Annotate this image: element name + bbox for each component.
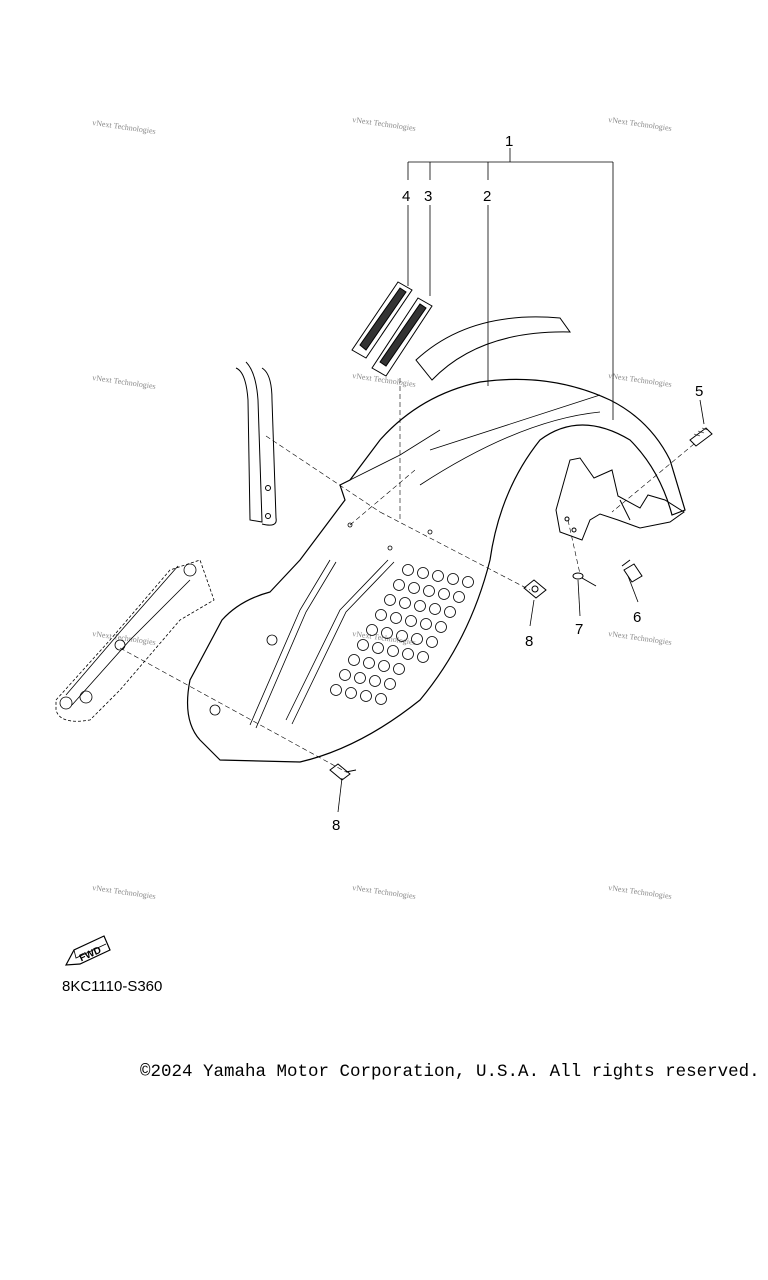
watermark-text: vNext Technologies	[92, 373, 157, 391]
vent-hole	[375, 609, 387, 621]
part-5-bolt	[689, 427, 713, 447]
callout-2: 2	[483, 188, 491, 205]
vent-hole	[447, 573, 459, 585]
fwd-arrow: FWD	[64, 935, 111, 966]
rear-fender	[186, 378, 686, 763]
callout-4: 4	[402, 188, 410, 205]
vent-hole	[390, 612, 402, 624]
callout-6: 6	[633, 609, 641, 626]
watermark-text: vNext Technologies	[92, 629, 157, 647]
vent-hole	[417, 567, 429, 579]
vent-hole	[378, 660, 390, 672]
callout-5: 5	[695, 383, 703, 400]
vent-hole	[363, 657, 375, 669]
vent-hole	[402, 648, 414, 660]
vent-hole	[411, 633, 423, 645]
watermark-text: vNext Technologies	[608, 371, 673, 389]
leader-lines	[337, 148, 705, 813]
watermark-text: vNext Technologies	[92, 883, 157, 901]
vent-hole	[426, 636, 438, 648]
fender-vent-holes	[330, 564, 474, 705]
vent-hole	[354, 672, 366, 684]
vent-hole	[435, 621, 447, 633]
vent-hole	[438, 588, 450, 600]
callout-8b: 8	[332, 817, 340, 834]
vent-hole	[357, 639, 369, 651]
part-2-emblem	[415, 316, 571, 381]
vent-hole	[462, 576, 474, 588]
part-code-label: 8KC1110-S360	[62, 978, 163, 995]
part-8-bolt-upper	[523, 579, 547, 599]
vent-hole	[369, 675, 381, 687]
vent-hole	[420, 618, 432, 630]
vent-hole	[345, 687, 357, 699]
vent-hole	[330, 684, 342, 696]
callout-1: 1	[505, 133, 513, 150]
vent-hole	[432, 570, 444, 582]
copyright-notice: ©2024 Yamaha Motor Corporation, U.S.A. A…	[140, 1062, 760, 1082]
watermark-text: vNext Technologies	[608, 115, 673, 133]
vent-hole	[375, 693, 387, 705]
vent-hole	[444, 606, 456, 618]
watermark-text: vNext Technologies	[352, 883, 417, 901]
callout-3: 3	[424, 188, 432, 205]
vent-hole	[405, 615, 417, 627]
vent-hole	[339, 669, 351, 681]
vent-hole	[402, 564, 414, 576]
part-7-rivet	[572, 572, 597, 587]
watermark-text: vNext Technologies	[92, 118, 157, 136]
vent-hole	[417, 651, 429, 663]
vent-hole	[453, 591, 465, 603]
part-3-4-decals	[351, 281, 433, 377]
alignment-lines	[119, 378, 695, 773]
vent-hole	[348, 654, 360, 666]
watermark-group: vNext Technologies vNext Technologies vNex…	[92, 115, 673, 901]
vent-hole	[372, 642, 384, 654]
vent-hole	[393, 579, 405, 591]
vent-hole	[429, 603, 441, 615]
vent-hole	[360, 690, 372, 702]
vent-hole	[366, 624, 378, 636]
frame-rail-upper	[235, 361, 277, 526]
watermark-text: vNext Technologies	[352, 115, 417, 133]
watermark-text: vNext Technologies	[608, 629, 673, 647]
vent-hole	[387, 645, 399, 657]
vent-hole	[393, 663, 405, 675]
vent-hole	[399, 597, 411, 609]
callout-8a: 8	[525, 633, 533, 650]
vent-hole	[384, 594, 396, 606]
vent-hole	[381, 627, 393, 639]
vent-hole	[408, 582, 420, 594]
callout-labels: 1 2 34 5 6 7 8 8	[332, 133, 703, 834]
vent-hole	[423, 585, 435, 597]
callout-7: 7	[575, 621, 583, 638]
part-8-bolt-lower	[329, 763, 357, 781]
part-6-nut-clip	[621, 559, 643, 583]
vent-hole	[384, 678, 396, 690]
vent-hole	[396, 630, 408, 642]
vent-hole	[414, 600, 426, 612]
frame-swingarm	[55, 559, 215, 722]
fender-bracket	[555, 457, 685, 541]
watermark-text: vNext Technologies	[608, 883, 673, 901]
